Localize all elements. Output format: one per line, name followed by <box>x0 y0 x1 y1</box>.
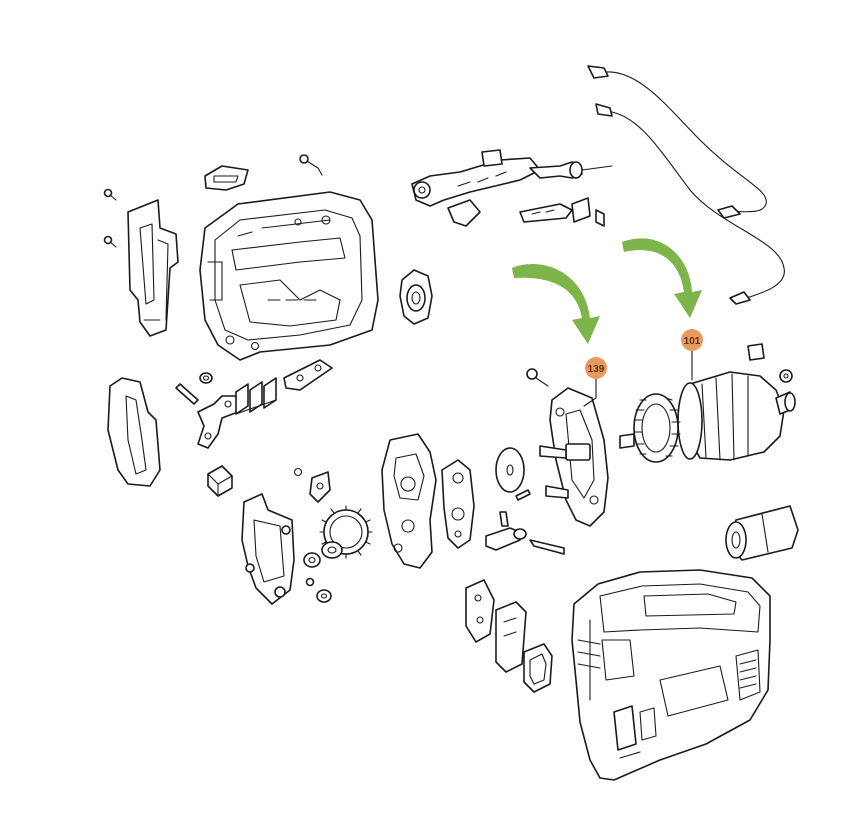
bearing-sleeve[interactable] <box>725 505 799 561</box>
switch-trigger-assembly[interactable] <box>411 149 613 227</box>
brush-holder-small[interactable] <box>747 343 765 361</box>
drive-gear[interactable] <box>319 505 373 559</box>
gear-cover-plate[interactable] <box>441 459 475 549</box>
roller-block[interactable] <box>207 465 233 497</box>
switch-bracket[interactable] <box>519 197 605 227</box>
blade-clamp[interactable] <box>485 527 527 551</box>
c-clip[interactable] <box>309 471 331 503</box>
bushing[interactable] <box>303 552 321 568</box>
guide-springs[interactable] <box>235 377 277 415</box>
brush-plate-screw[interactable] <box>526 368 549 387</box>
screw-small-2[interactable] <box>103 235 117 248</box>
spacer-small[interactable] <box>305 577 315 587</box>
callout-101-label: 101 <box>684 336 701 347</box>
screw-small-1[interactable] <box>103 188 117 201</box>
switch-button[interactable] <box>204 165 249 191</box>
switch-lock-plate[interactable] <box>465 579 495 643</box>
screw[interactable] <box>299 154 323 176</box>
fan-disc[interactable] <box>495 447 525 493</box>
callout-139-label: 139 <box>588 364 605 375</box>
carbon-brush[interactable] <box>779 369 793 383</box>
left-housing-half[interactable] <box>199 191 379 361</box>
set-screw[interactable] <box>515 489 531 501</box>
blade-guard-bracket[interactable] <box>127 199 179 337</box>
hex-key[interactable] <box>529 539 565 555</box>
speed-dial-cover[interactable] <box>495 601 527 673</box>
pin[interactable] <box>175 383 199 405</box>
guide-plate[interactable] <box>283 359 333 391</box>
brush-plate[interactable] <box>539 387 609 527</box>
roll-pin[interactable] <box>499 511 509 527</box>
blade-guard[interactable] <box>107 377 161 487</box>
pendulum-lever[interactable] <box>197 395 239 449</box>
washer-stack[interactable] <box>316 589 332 603</box>
washer-small[interactable] <box>199 372 213 384</box>
callout-139[interactable]: 139 <box>585 357 607 379</box>
gear-housing-plate[interactable] <box>381 433 437 569</box>
arrow-to-139 <box>512 263 600 344</box>
spring-clip[interactable] <box>293 467 303 477</box>
rubber-seal[interactable] <box>523 643 553 693</box>
arrow-to-101 <box>622 238 702 318</box>
callout-101[interactable]: 101 <box>681 329 703 351</box>
motor-leads[interactable] <box>587 65 785 305</box>
armature-motor[interactable] <box>619 371 796 463</box>
bearing-bracket[interactable] <box>399 269 433 325</box>
leader-line-139 <box>583 377 597 407</box>
plunger-holder[interactable] <box>241 493 295 605</box>
right-housing-half[interactable] <box>571 569 771 781</box>
